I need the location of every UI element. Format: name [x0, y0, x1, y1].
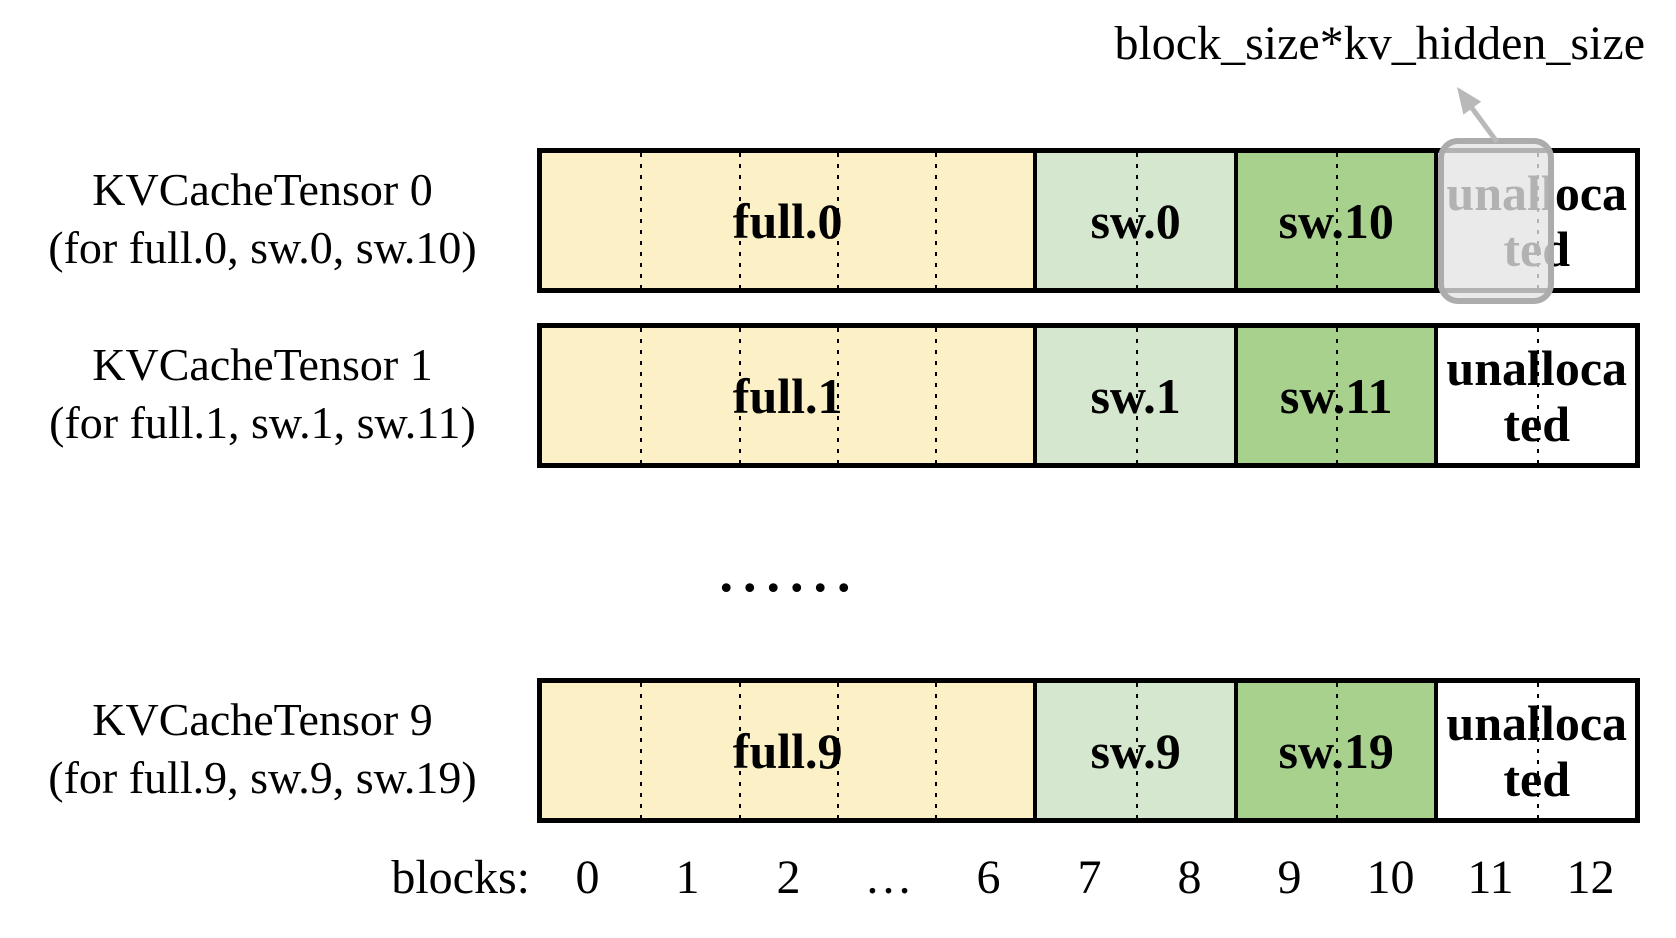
section-full-1: full.1 [542, 328, 1034, 463]
block-cell [1037, 328, 1135, 463]
block-cell [1238, 153, 1336, 288]
block-cell [1536, 328, 1636, 463]
axis-label-1: 1 [675, 851, 700, 904]
axis-label-11: 11 [1467, 851, 1514, 904]
block-size-annotation: block_size*kv_hidden_size [1114, 17, 1645, 70]
arrow-icon [1457, 87, 1500, 144]
tensor-1-bar: full.1 sw.1 sw.11 unalloca ted [537, 323, 1640, 468]
section-sw-11: sw.11 [1233, 328, 1435, 463]
block-cell [1238, 328, 1336, 463]
section-unallocated-1: unalloca ted [1434, 328, 1636, 463]
section-sw-0: sw.0 [1033, 153, 1234, 288]
block-cell [935, 683, 1034, 818]
axis-label-7: 7 [1077, 851, 1102, 904]
block-cell [1336, 153, 1435, 288]
block-cell [738, 683, 837, 818]
block-cell [935, 153, 1034, 288]
block-cell [1135, 153, 1234, 288]
block-cell [1336, 683, 1435, 818]
block-cell [836, 683, 936, 818]
block-cell [836, 153, 936, 288]
block-cell [1135, 328, 1234, 463]
block-cell [935, 328, 1034, 463]
block-cell [640, 328, 739, 463]
block-cell [836, 328, 936, 463]
block-cell [1037, 153, 1135, 288]
section-sw-9: sw.9 [1033, 683, 1234, 818]
block-cell [738, 153, 837, 288]
axis-label-9: 9 [1277, 851, 1302, 904]
block-cell [1438, 683, 1536, 818]
block-cell [1037, 683, 1135, 818]
tensor-1-title: KVCacheTensor 1 [92, 339, 433, 390]
section-sw-19: sw.19 [1233, 683, 1435, 818]
block-cell [640, 153, 739, 288]
axis-label-0: 0 [575, 851, 600, 904]
row-label-tensor-9: KVCacheTensor 9 (for full.9, sw.9, sw.19… [10, 691, 515, 807]
block-cell [1536, 683, 1636, 818]
block-cell [738, 328, 837, 463]
tensor-9-subtitle: (for full.9, sw.9, sw.19) [48, 752, 477, 803]
block-cell [542, 153, 640, 288]
section-full-0: full.0 [542, 153, 1034, 288]
block-cell [542, 328, 640, 463]
section-sw-1: sw.1 [1033, 328, 1234, 463]
block-cell [1135, 683, 1234, 818]
block-cell [1438, 328, 1536, 463]
highlight-box [1438, 138, 1554, 304]
tensor-0-title: KVCacheTensor 0 [92, 164, 433, 215]
row-label-tensor-0: KVCacheTensor 0 (for full.0, sw.0, sw.10… [10, 161, 515, 277]
axis-label-ellipsis: … [864, 851, 913, 904]
axis-label-10: 10 [1366, 851, 1415, 904]
block-cell [542, 683, 640, 818]
axis-prefix: blocks: [391, 851, 530, 904]
row-gap-ellipsis: ...... [719, 543, 861, 603]
axis-label-12: 12 [1566, 851, 1615, 904]
block-cell [1336, 328, 1435, 463]
section-sw-10: sw.10 [1233, 153, 1435, 288]
axis-label-8: 8 [1177, 851, 1202, 904]
row-label-tensor-1: KVCacheTensor 1 (for full.1, sw.1, sw.11… [10, 336, 515, 452]
tensor-0-subtitle: (for full.0, sw.0, sw.10) [48, 222, 477, 273]
section-full-9: full.9 [542, 683, 1034, 818]
axis-label-2: 2 [776, 851, 801, 904]
tensor-9-bar: full.9 sw.9 sw.19 unalloca ted [537, 678, 1640, 823]
section-unallocated-9: unalloca ted [1434, 683, 1636, 818]
axis-label-6: 6 [976, 851, 1001, 904]
block-cell [640, 683, 739, 818]
tensor-1-subtitle: (for full.1, sw.1, sw.11) [49, 397, 476, 448]
block-cell [1238, 683, 1336, 818]
tensor-9-title: KVCacheTensor 9 [92, 694, 433, 745]
